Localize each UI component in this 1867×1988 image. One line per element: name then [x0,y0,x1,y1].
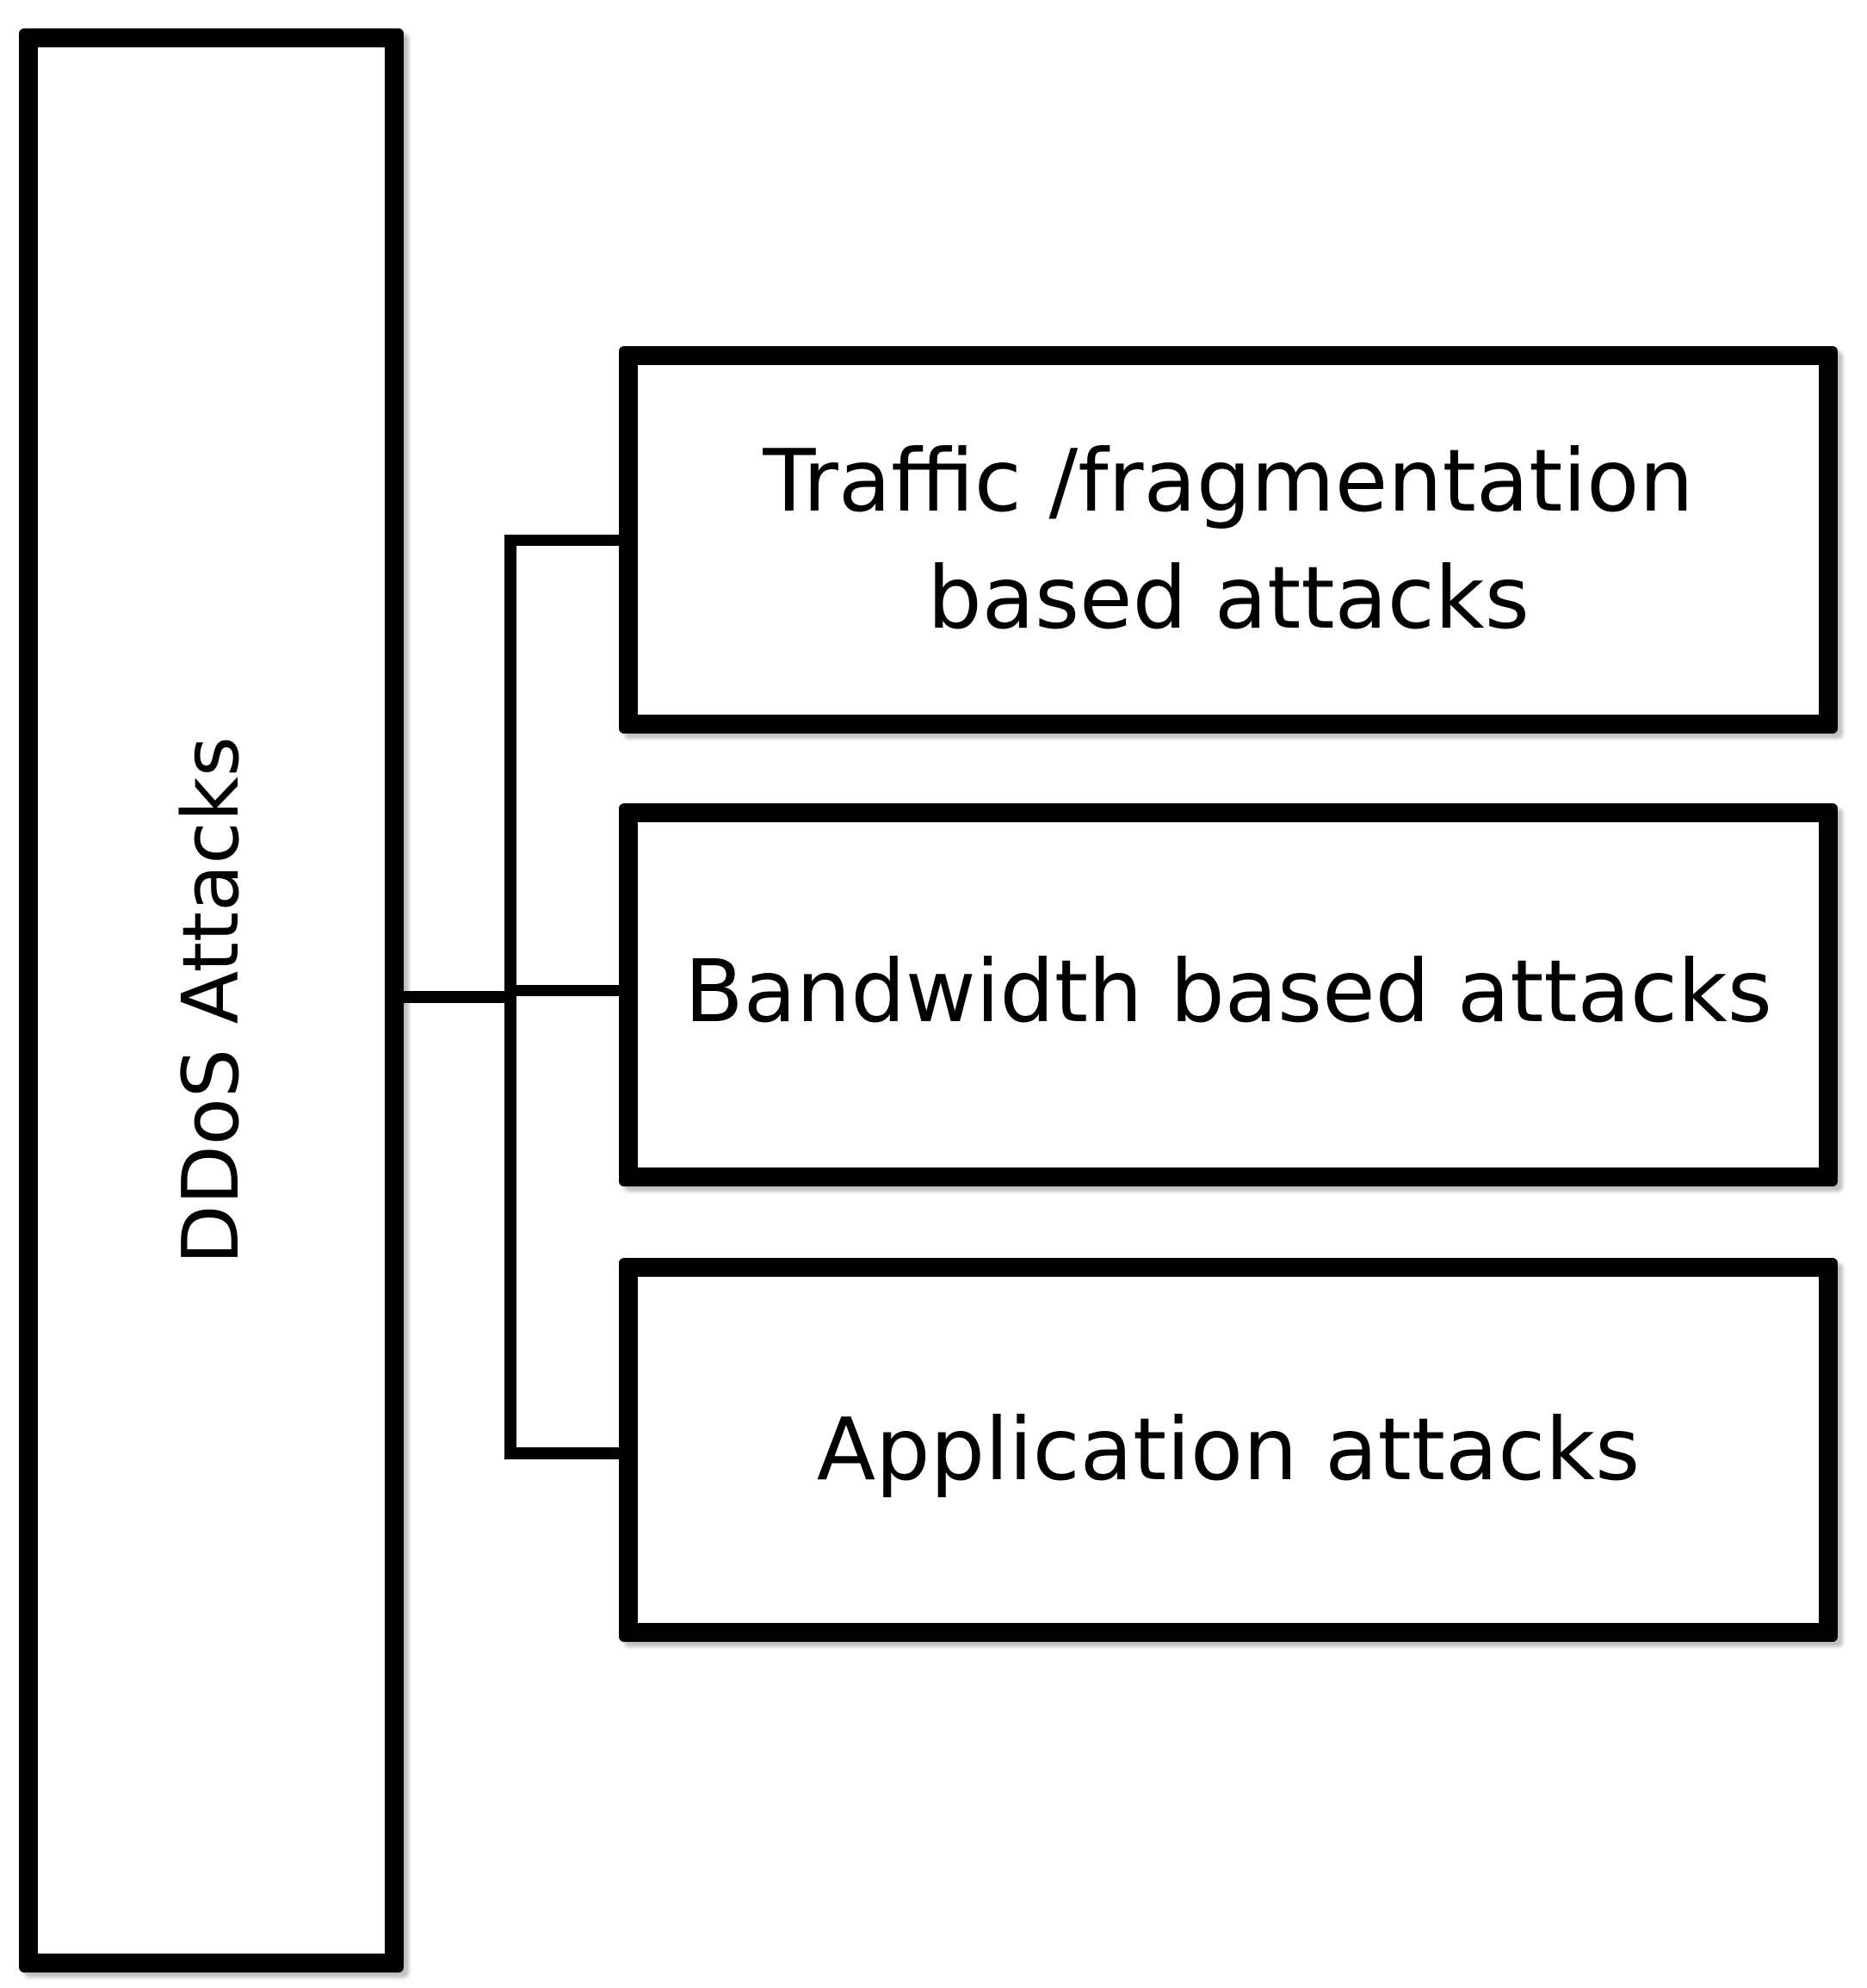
node-bandwidth-attacks: Bandwidth based attacks [619,803,1838,1186]
root-node-label: DDoS Attacks [165,736,257,1265]
root-node-ddos-attacks: DDoS Attacks [19,28,404,1973]
connector-to-bandwidth [504,985,621,996]
connector-to-application [504,1447,621,1459]
node-application-attacks: Application attacks [619,1258,1838,1642]
node-traffic-fragmentation-label: Traffic /fragmentation based attacks [763,430,1694,648]
connector-vertical-bracket [504,535,516,1459]
node-traffic-fragmentation-attacks: Traffic /fragmentation based attacks [619,346,1838,734]
connector-to-traffic [504,535,621,546]
node-bandwidth-label: Bandwidth based attacks [684,941,1772,1042]
node-application-label: Application attacks [816,1399,1641,1500]
connector-root-trunk [404,991,510,1003]
